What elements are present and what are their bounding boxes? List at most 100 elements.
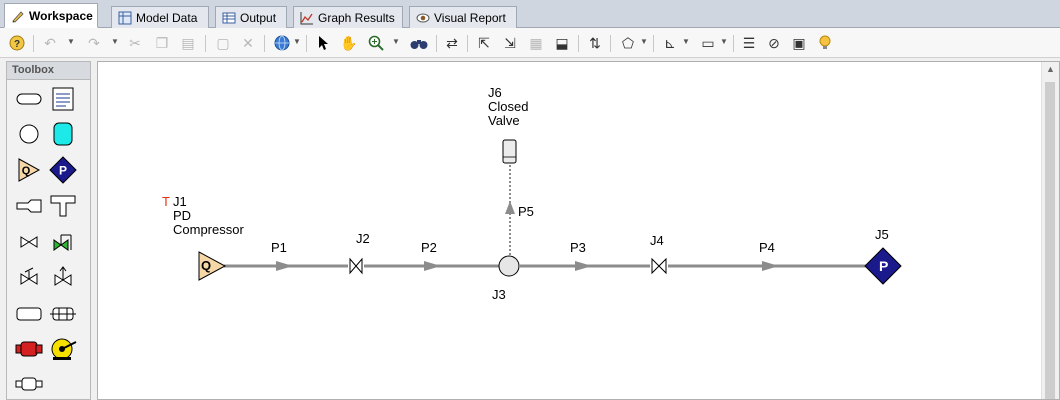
help-icon[interactable]: ? [7, 33, 27, 53]
output-table-icon [222, 11, 236, 25]
tool-pressure-source-icon[interactable]: P [49, 156, 77, 184]
redo-icon[interactable]: ↷ [88, 34, 100, 51]
j5-name-label: J5 [875, 227, 889, 242]
flow-arrow-icon [762, 261, 779, 271]
toolbar-separator [653, 35, 654, 52]
j4-name-label: J4 [650, 233, 664, 248]
tab-visual-report[interactable]: Visual Report [409, 6, 517, 28]
p2-label: P2 [421, 240, 437, 255]
layout-dropdown-icon[interactable]: ▼ [720, 37, 728, 46]
tab-label: Visual Report [434, 10, 506, 25]
properties-icon[interactable]: ▣ [792, 34, 806, 51]
zoom-icon[interactable] [366, 33, 386, 53]
toolbar-separator [467, 35, 468, 52]
axes-icon[interactable]: ⊾ [664, 34, 676, 51]
j5-pressure-source-icon [864, 247, 902, 285]
eye-icon [416, 11, 430, 25]
shape-icon[interactable]: ⬠ [621, 34, 635, 51]
align-left-icon[interactable]: ⇱ [478, 34, 490, 51]
delete-icon[interactable]: ✕ [242, 34, 254, 51]
svg-text:P: P [59, 164, 67, 178]
tool-annotation-icon[interactable] [49, 85, 77, 113]
arrange-icon[interactable]: ⬓ [555, 34, 569, 51]
tab-graph-results[interactable]: Graph Results [293, 6, 403, 28]
disable-icon[interactable]: ⊘ [768, 34, 780, 51]
toolbar: ? ↶ ▼ ↷ ▼ ✂ ❐ ▤ ▢ ✕ ▼ ✋ ▼ ⇄ ⇱ ⇲ ▦ ⬓ ⇅ ⬠ … [0, 28, 1060, 58]
reverse-direction-icon[interactable]: ⇄ [446, 34, 458, 51]
tool-tee-icon[interactable] [49, 192, 77, 220]
list-icon[interactable]: ☰ [742, 34, 756, 51]
axes-dropdown-icon[interactable]: ▼ [682, 37, 690, 46]
tool-fan-icon[interactable] [15, 335, 43, 363]
workspace-canvas[interactable]: Q P T J1 PD Compressor P1 P2 P3 P4 P5 J2… [97, 61, 1060, 400]
tool-heat-exchanger-icon[interactable] [15, 300, 43, 328]
redo-dropdown-icon[interactable]: ▼ [111, 37, 119, 46]
tool-branch-icon[interactable] [15, 120, 43, 148]
j5-symbol: P [879, 258, 889, 274]
globe-icon[interactable] [272, 33, 292, 53]
undo-icon[interactable]: ↶ [44, 34, 56, 51]
toolbar-separator [436, 35, 437, 52]
pan-hand-icon[interactable]: ✋ [340, 34, 358, 51]
tool-tank-icon[interactable] [49, 120, 77, 148]
tool-control-valve-icon[interactable] [49, 228, 77, 256]
undo-dropdown-icon[interactable]: ▼ [67, 37, 75, 46]
tab-output[interactable]: Output [215, 6, 287, 28]
shape-dropdown-icon[interactable]: ▼ [640, 37, 648, 46]
j2-valve-icon [349, 257, 363, 275]
tool-screen-icon[interactable] [49, 300, 77, 328]
tab-label: Output [240, 10, 277, 25]
zoom-dropdown-icon[interactable]: ▼ [392, 37, 400, 46]
layout-icon[interactable]: ▭ [701, 34, 715, 51]
p4-label: P4 [759, 240, 775, 255]
tab-model-data[interactable]: Model Data [111, 6, 209, 28]
toolbar-separator [733, 35, 734, 52]
j1-desc2-label: Compressor [173, 222, 244, 237]
vertical-scrollbar[interactable]: ▲ [1041, 62, 1059, 399]
tool-compressor-icon[interactable] [49, 335, 77, 363]
align-right-icon[interactable]: ⇲ [504, 34, 516, 51]
copy-icon[interactable]: ❐ [155, 34, 169, 51]
tab-workspace[interactable]: Workspace [4, 3, 98, 28]
toolbar-separator [33, 35, 34, 52]
toolbar-separator [306, 35, 307, 52]
j4-valve-icon [651, 257, 667, 275]
toolbar-separator [205, 35, 206, 52]
model-diagram [198, 139, 902, 285]
j3-branch-icon [498, 255, 520, 277]
cut-icon[interactable]: ✂ [129, 34, 141, 51]
tab-bar: Workspace Model Data Output Graph Result… [0, 0, 1060, 28]
j1-compressor-icon [198, 251, 227, 281]
tool-valve-icon[interactable] [15, 228, 43, 256]
globe-dropdown-icon[interactable]: ▼ [293, 37, 301, 46]
tool-flow-source-icon[interactable]: Q [15, 156, 43, 184]
j1-desc-label: PD [173, 208, 192, 223]
j3-name-label: J3 [492, 287, 506, 302]
model-data-icon [118, 11, 132, 25]
tab-label: Model Data [136, 10, 198, 25]
lightbulb-icon[interactable] [815, 33, 835, 53]
j6-closed-valve-icon [502, 139, 517, 164]
paste-icon[interactable]: ▤ [181, 34, 195, 51]
select-all-icon[interactable]: ▢ [216, 34, 230, 51]
p1-label: P1 [271, 240, 287, 255]
sort-icon[interactable]: ⇅ [589, 34, 601, 51]
j1-symbol: Q [201, 258, 212, 273]
tool-pipe-icon[interactable] [15, 85, 43, 113]
select-pointer-icon[interactable] [313, 33, 333, 53]
tool-check-valve-icon[interactable] [15, 263, 43, 291]
svg-text:?: ? [14, 39, 20, 50]
scroll-up-icon[interactable]: ▲ [1046, 64, 1055, 74]
j2-name-label: J2 [356, 231, 370, 246]
toolbar-separator [610, 35, 611, 52]
tab-label: Graph Results [318, 10, 395, 25]
scrollbar-thumb[interactable] [1045, 82, 1055, 399]
lock-icon[interactable]: ▦ [529, 34, 543, 51]
toolbox-title: Toolbox [7, 62, 90, 80]
tool-area-change-icon[interactable] [15, 192, 43, 220]
binoculars-icon[interactable] [409, 33, 429, 53]
tool-relief-valve-icon[interactable] [49, 263, 77, 291]
tool-general-component-icon[interactable] [15, 370, 43, 398]
j6-desc2-label: Valve [488, 113, 520, 128]
tab-label: Workspace [29, 8, 93, 23]
